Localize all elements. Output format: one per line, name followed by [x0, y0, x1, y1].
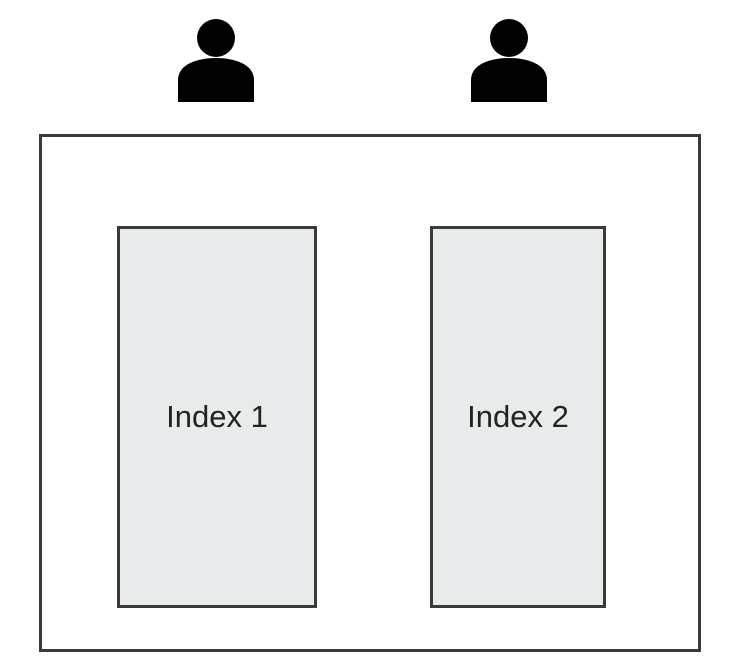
person-icon [176, 18, 256, 102]
index-box: Index 1 [117, 226, 317, 608]
index-label: Index 2 [467, 399, 569, 434]
index-box: Index 2 [430, 226, 606, 608]
index-label: Index 1 [166, 399, 268, 434]
person-icon [469, 18, 549, 102]
